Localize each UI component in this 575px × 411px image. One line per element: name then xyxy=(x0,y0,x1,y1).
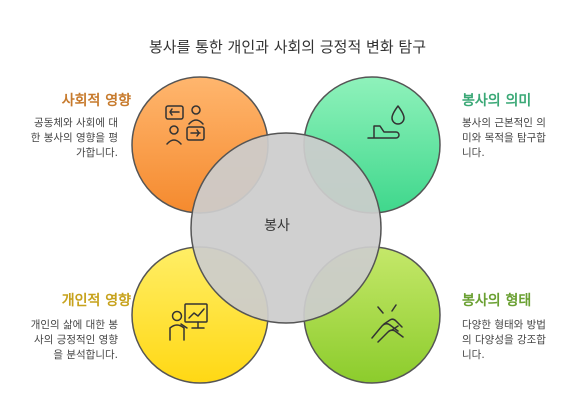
hand-drop-icon xyxy=(367,105,405,139)
forms-desc-line: 의 다양성을 강조합 xyxy=(462,334,546,346)
circle-center xyxy=(190,132,382,324)
hands-together-icon xyxy=(371,304,404,343)
forms-description: 다양한 형태와 방법 의 다양성을 강조합 니다. xyxy=(462,318,572,363)
personal-impact-desc-line: 을 분석합니다. xyxy=(53,349,118,361)
meaning-desc-line: 봉사의 근본적인 의 xyxy=(462,117,546,129)
forms-desc-line: 다양한 형태와 방법 xyxy=(462,319,546,331)
social-impact-description: 공동체와 사회에 대 한 봉사의 영향을 평 가합니다. xyxy=(5,116,118,161)
forms-title: 봉사의 형태 xyxy=(462,293,532,309)
personal-impact-desc-line: 개인의 삶에 대한 봉 xyxy=(30,319,118,331)
personal-impact-description: 개인의 삶에 대한 봉 사의 긍정적인 영향 을 분석합니다. xyxy=(5,318,118,363)
forms-desc-line: 니다. xyxy=(462,349,485,361)
personal-impact-desc-line: 사의 긍정적인 영향 xyxy=(34,334,118,346)
meaning-desc-line: 니다. xyxy=(462,147,485,159)
social-impact-desc-line: 공동체와 사회에 대 xyxy=(34,117,118,129)
diagram-title: 봉사를 통한 개인과 사회의 긍정적 변화 탐구 xyxy=(148,38,426,56)
meaning-description: 봉사의 근본적인 의 미와 목적을 탐구합 니다. xyxy=(462,116,572,161)
person-chart-icon xyxy=(169,303,208,341)
meaning-desc-line: 미와 목적을 탐구합 xyxy=(462,132,546,144)
center-label: 봉사 xyxy=(264,218,290,234)
social-impact-desc-line: 한 봉사의 영향을 평 xyxy=(30,132,118,144)
personal-impact-title: 개인적 영향 xyxy=(61,293,131,309)
social-impact-desc-line: 가합니다. xyxy=(76,147,118,159)
social-impact-title: 사회적 영향 xyxy=(61,93,131,109)
people-exchange-icon xyxy=(165,105,205,145)
meaning-title: 봉사의 의미 xyxy=(462,93,532,109)
